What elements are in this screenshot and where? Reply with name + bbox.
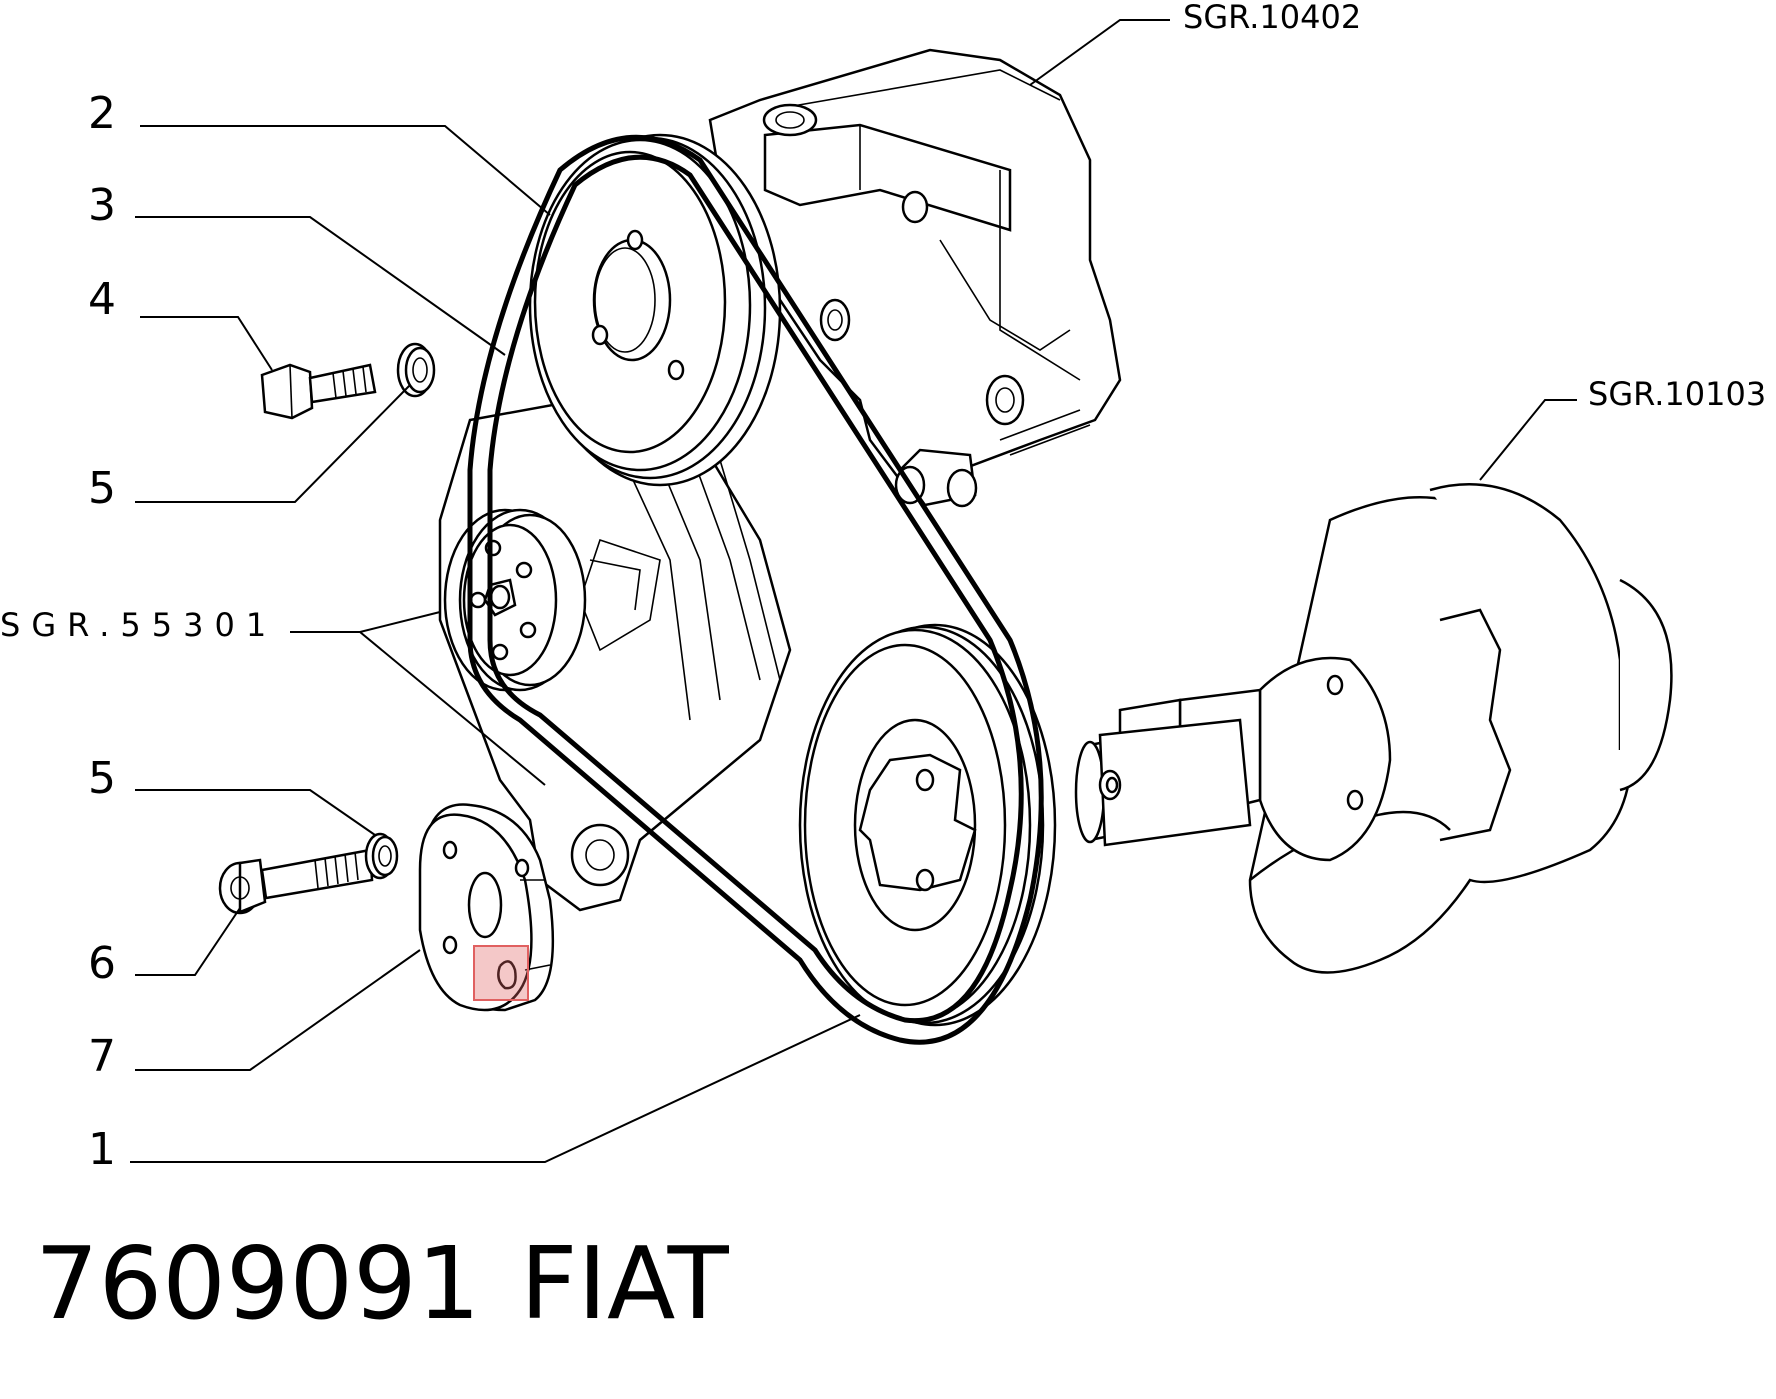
brand-name: FIAT xyxy=(520,1225,730,1342)
callout-2: 2 xyxy=(88,88,116,139)
crankshaft-drawing xyxy=(1074,483,1673,974)
bolt-4-drawing xyxy=(260,363,377,420)
callout-7: 7 xyxy=(88,1031,116,1082)
ref-water-pump: SGR.55301 xyxy=(0,606,277,644)
callout-6: 6 xyxy=(88,938,116,989)
callout-4: 4 xyxy=(88,274,116,325)
highlight-box xyxy=(473,945,529,1001)
washer-5-top-drawing xyxy=(396,342,436,398)
part-number-footer: 7609091 FIAT xyxy=(35,1225,730,1342)
crank-pulley-drawing xyxy=(798,623,1057,1027)
reference-labels: SGR.10402 SGR.10103 SGR.55301 xyxy=(0,0,1766,644)
screw-6-drawing xyxy=(218,848,374,915)
callout-1: 1 xyxy=(88,1124,116,1175)
callout-3: 3 xyxy=(88,180,116,231)
washer-5-bottom-drawing xyxy=(364,832,399,880)
callout-labels: 2 3 4 5 5 6 7 1 xyxy=(88,88,116,1175)
callout-5-top: 5 xyxy=(88,463,116,514)
upper-pulley-drawing xyxy=(528,133,782,487)
ref-crankshaft: SGR.10103 xyxy=(1588,375,1766,413)
ref-power-steering-pump: SGR.10402 xyxy=(1183,0,1361,36)
power-steering-pump-drawing xyxy=(708,48,1122,508)
leader-lines xyxy=(130,19,1577,1163)
callout-5-bottom: 5 xyxy=(88,753,116,804)
hub-plate-7-drawing xyxy=(418,803,555,1012)
drive-belt-drawing xyxy=(467,134,1044,1045)
part-number: 7609091 xyxy=(35,1225,480,1342)
